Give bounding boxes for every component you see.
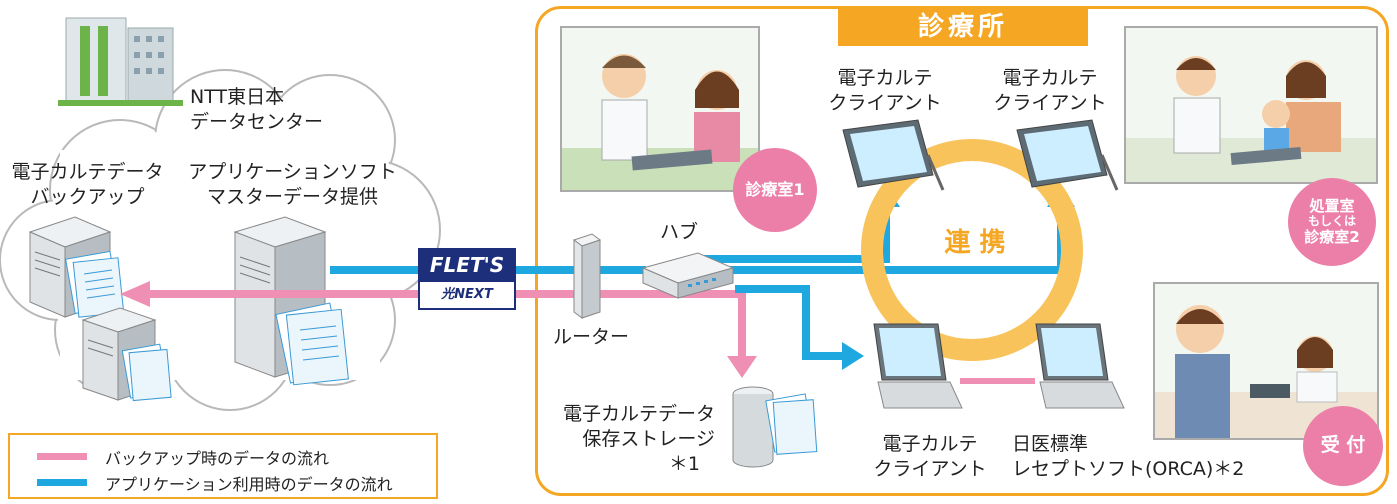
hub-icon — [641, 252, 735, 299]
treatment-room-line1: 処置室 — [1309, 196, 1355, 215]
reception-badge: 受 付 — [1303, 406, 1383, 486]
app-server-label: アプリケーションソフト マスターデータ提供 — [188, 161, 397, 208]
flets-top-label: FLET'S — [429, 253, 505, 277]
legend-backup-line — [37, 453, 87, 460]
exam-room-1-photo — [560, 26, 760, 192]
legend-app-label: アプリケーション利用時のデータの流れ — [105, 475, 393, 494]
orca-label: 日医標準 レセプトソフト(ORCA)＊2 — [1012, 433, 1245, 480]
exam-room-1-badge: 診療室1 — [733, 148, 817, 232]
datacenter-name-label: NTT東日本 データセンター — [190, 86, 324, 133]
orca-laptop-icon — [1035, 323, 1125, 409]
treatment-room-photo — [1124, 26, 1378, 184]
backup-documents-2-icon — [121, 343, 172, 402]
client-2-label: 電子カルテ クライアント — [993, 67, 1107, 114]
client-tablet-1-icon — [842, 119, 945, 191]
flets-logo: FLET'S 光NEXT — [418, 248, 516, 310]
backup-server-label: 電子カルテデータ バックアップ — [11, 161, 164, 208]
storage-icon — [732, 386, 818, 468]
laptop-client-label: 電子カルテ クライアント — [873, 433, 987, 480]
link-label: 連 携 — [944, 228, 1006, 258]
hub-label: ハブ — [660, 221, 699, 243]
backup-documents-icon — [65, 250, 125, 318]
flets-bottom-label: 光NEXT — [420, 282, 514, 308]
legend-backup-label: バックアップ時のデータの流れ — [105, 449, 330, 468]
legend-app-row: アプリケーション利用時のデータの流れ — [37, 471, 393, 495]
legend: バックアップ時のデータの流れ アプリケーション利用時のデータの流れ — [8, 433, 438, 499]
storage-label: 電子カルテデータ 保存ストレージ ＊1 — [562, 403, 715, 475]
legend-backup-row: バックアップ時のデータの流れ — [37, 445, 330, 469]
client-1-label: 電子カルテ クライアント — [828, 67, 942, 114]
router-label: ルーター — [553, 326, 630, 348]
treatment-room-line3: 診療室2 — [1304, 227, 1360, 246]
client-laptop-icon — [873, 323, 963, 409]
treatment-room-line2: もしくは — [1307, 214, 1356, 229]
router-icon — [572, 233, 602, 319]
legend-app-line — [37, 479, 87, 486]
client-tablet-2-icon — [1016, 119, 1119, 191]
clinic-title: 診療所 — [838, 8, 1088, 46]
app-documents-icon — [275, 302, 349, 386]
treatment-room-badge: 処置室 もしくは 診療室2 — [1288, 178, 1376, 266]
datacenter-building-icon — [58, 17, 183, 106]
